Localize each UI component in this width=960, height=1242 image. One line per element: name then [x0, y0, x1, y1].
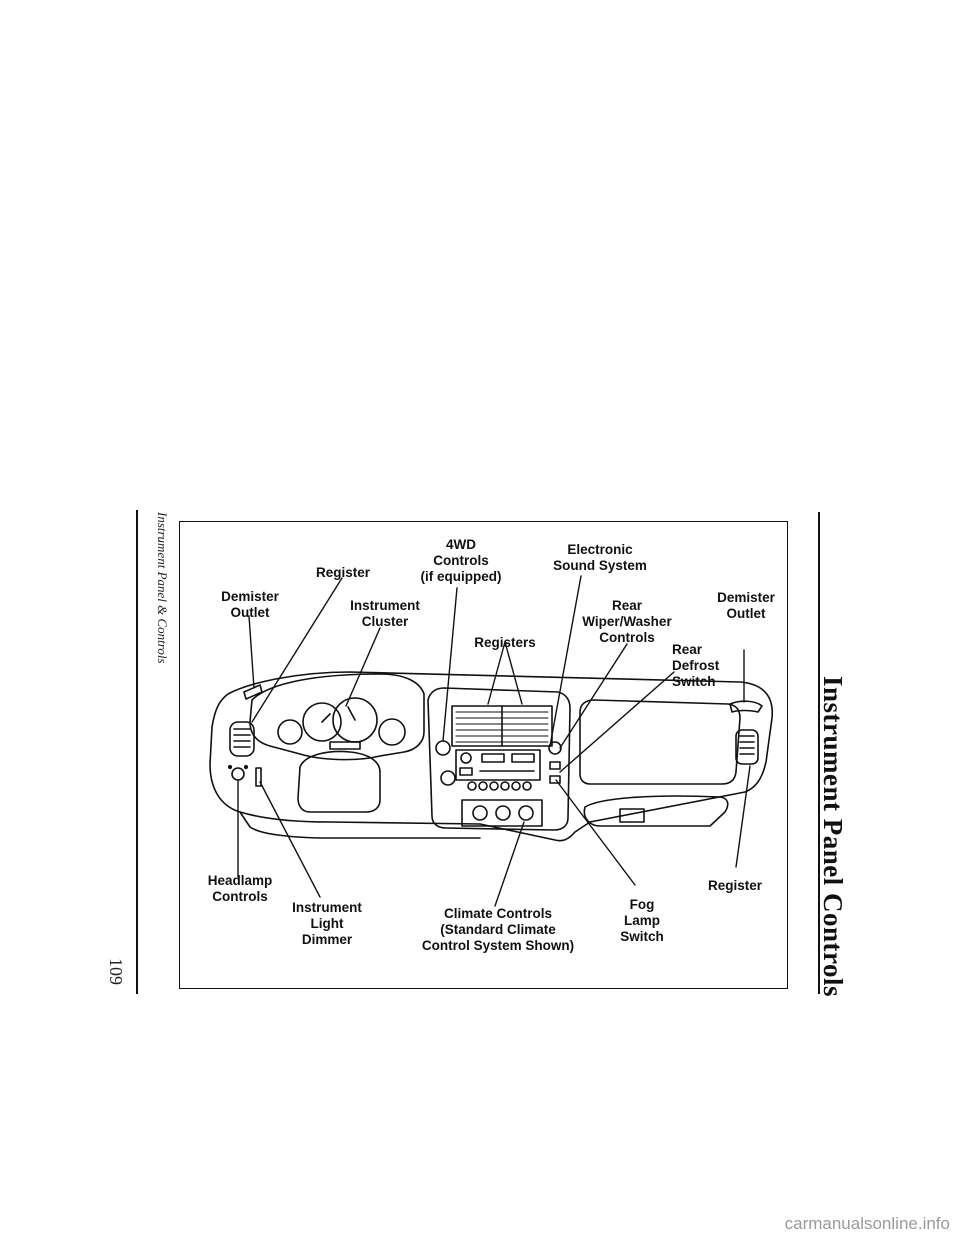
label-register-right: Register [707, 878, 763, 893]
center-stack [427, 687, 571, 831]
label-electronic-sound-system: Electronic Sound System [553, 542, 647, 573]
label-registers-center: Registers [474, 635, 536, 650]
label-demister-outlet-right: Demister Outlet [717, 590, 775, 621]
climate-controls-shape [461, 799, 543, 827]
label-rear-defrost-switch: Rear Defrost Switch [672, 642, 720, 689]
instrument-cluster-hood [249, 673, 425, 761]
running-head: Instrument Panel & Controls [155, 512, 170, 664]
label-headlamp-controls: Headlamp Controls [207, 873, 273, 904]
section-title: Instrument Panel Controls [818, 676, 848, 998]
page-number: 109 [106, 958, 126, 985]
steering-column [297, 750, 381, 813]
label-rear-wiper-washer: Rear Wiper/Washer Controls [582, 598, 672, 645]
label-instrument-cluster: Instrument Cluster [350, 598, 420, 629]
dashboard-outline [209, 671, 774, 842]
left-margin-rule [136, 510, 138, 994]
label-register-left: Register [315, 565, 371, 580]
label-climate-controls: Climate Controls (Standard Climate Contr… [421, 906, 575, 953]
watermark: carmanualsonline.info [784, 1214, 950, 1233]
dashboard-illustration [209, 575, 774, 907]
label-demister-outlet-left: Demister Outlet [221, 589, 279, 620]
left-register-shape [229, 721, 255, 757]
label-fog-lamp-switch: Fog Lamp Switch [620, 897, 664, 944]
instrument-panel-figure: Demister Outlet Register Instrument Clus… [179, 521, 788, 989]
glovebox-recess [579, 699, 741, 785]
radio-shape [455, 749, 541, 781]
label-4wd-controls: 4WD Controls (if equipped) [420, 537, 502, 584]
right-register-shape [735, 729, 759, 765]
section-tab-rule [818, 512, 820, 994]
label-instrument-light-dimmer: Instrument Light Dimmer [292, 900, 362, 947]
